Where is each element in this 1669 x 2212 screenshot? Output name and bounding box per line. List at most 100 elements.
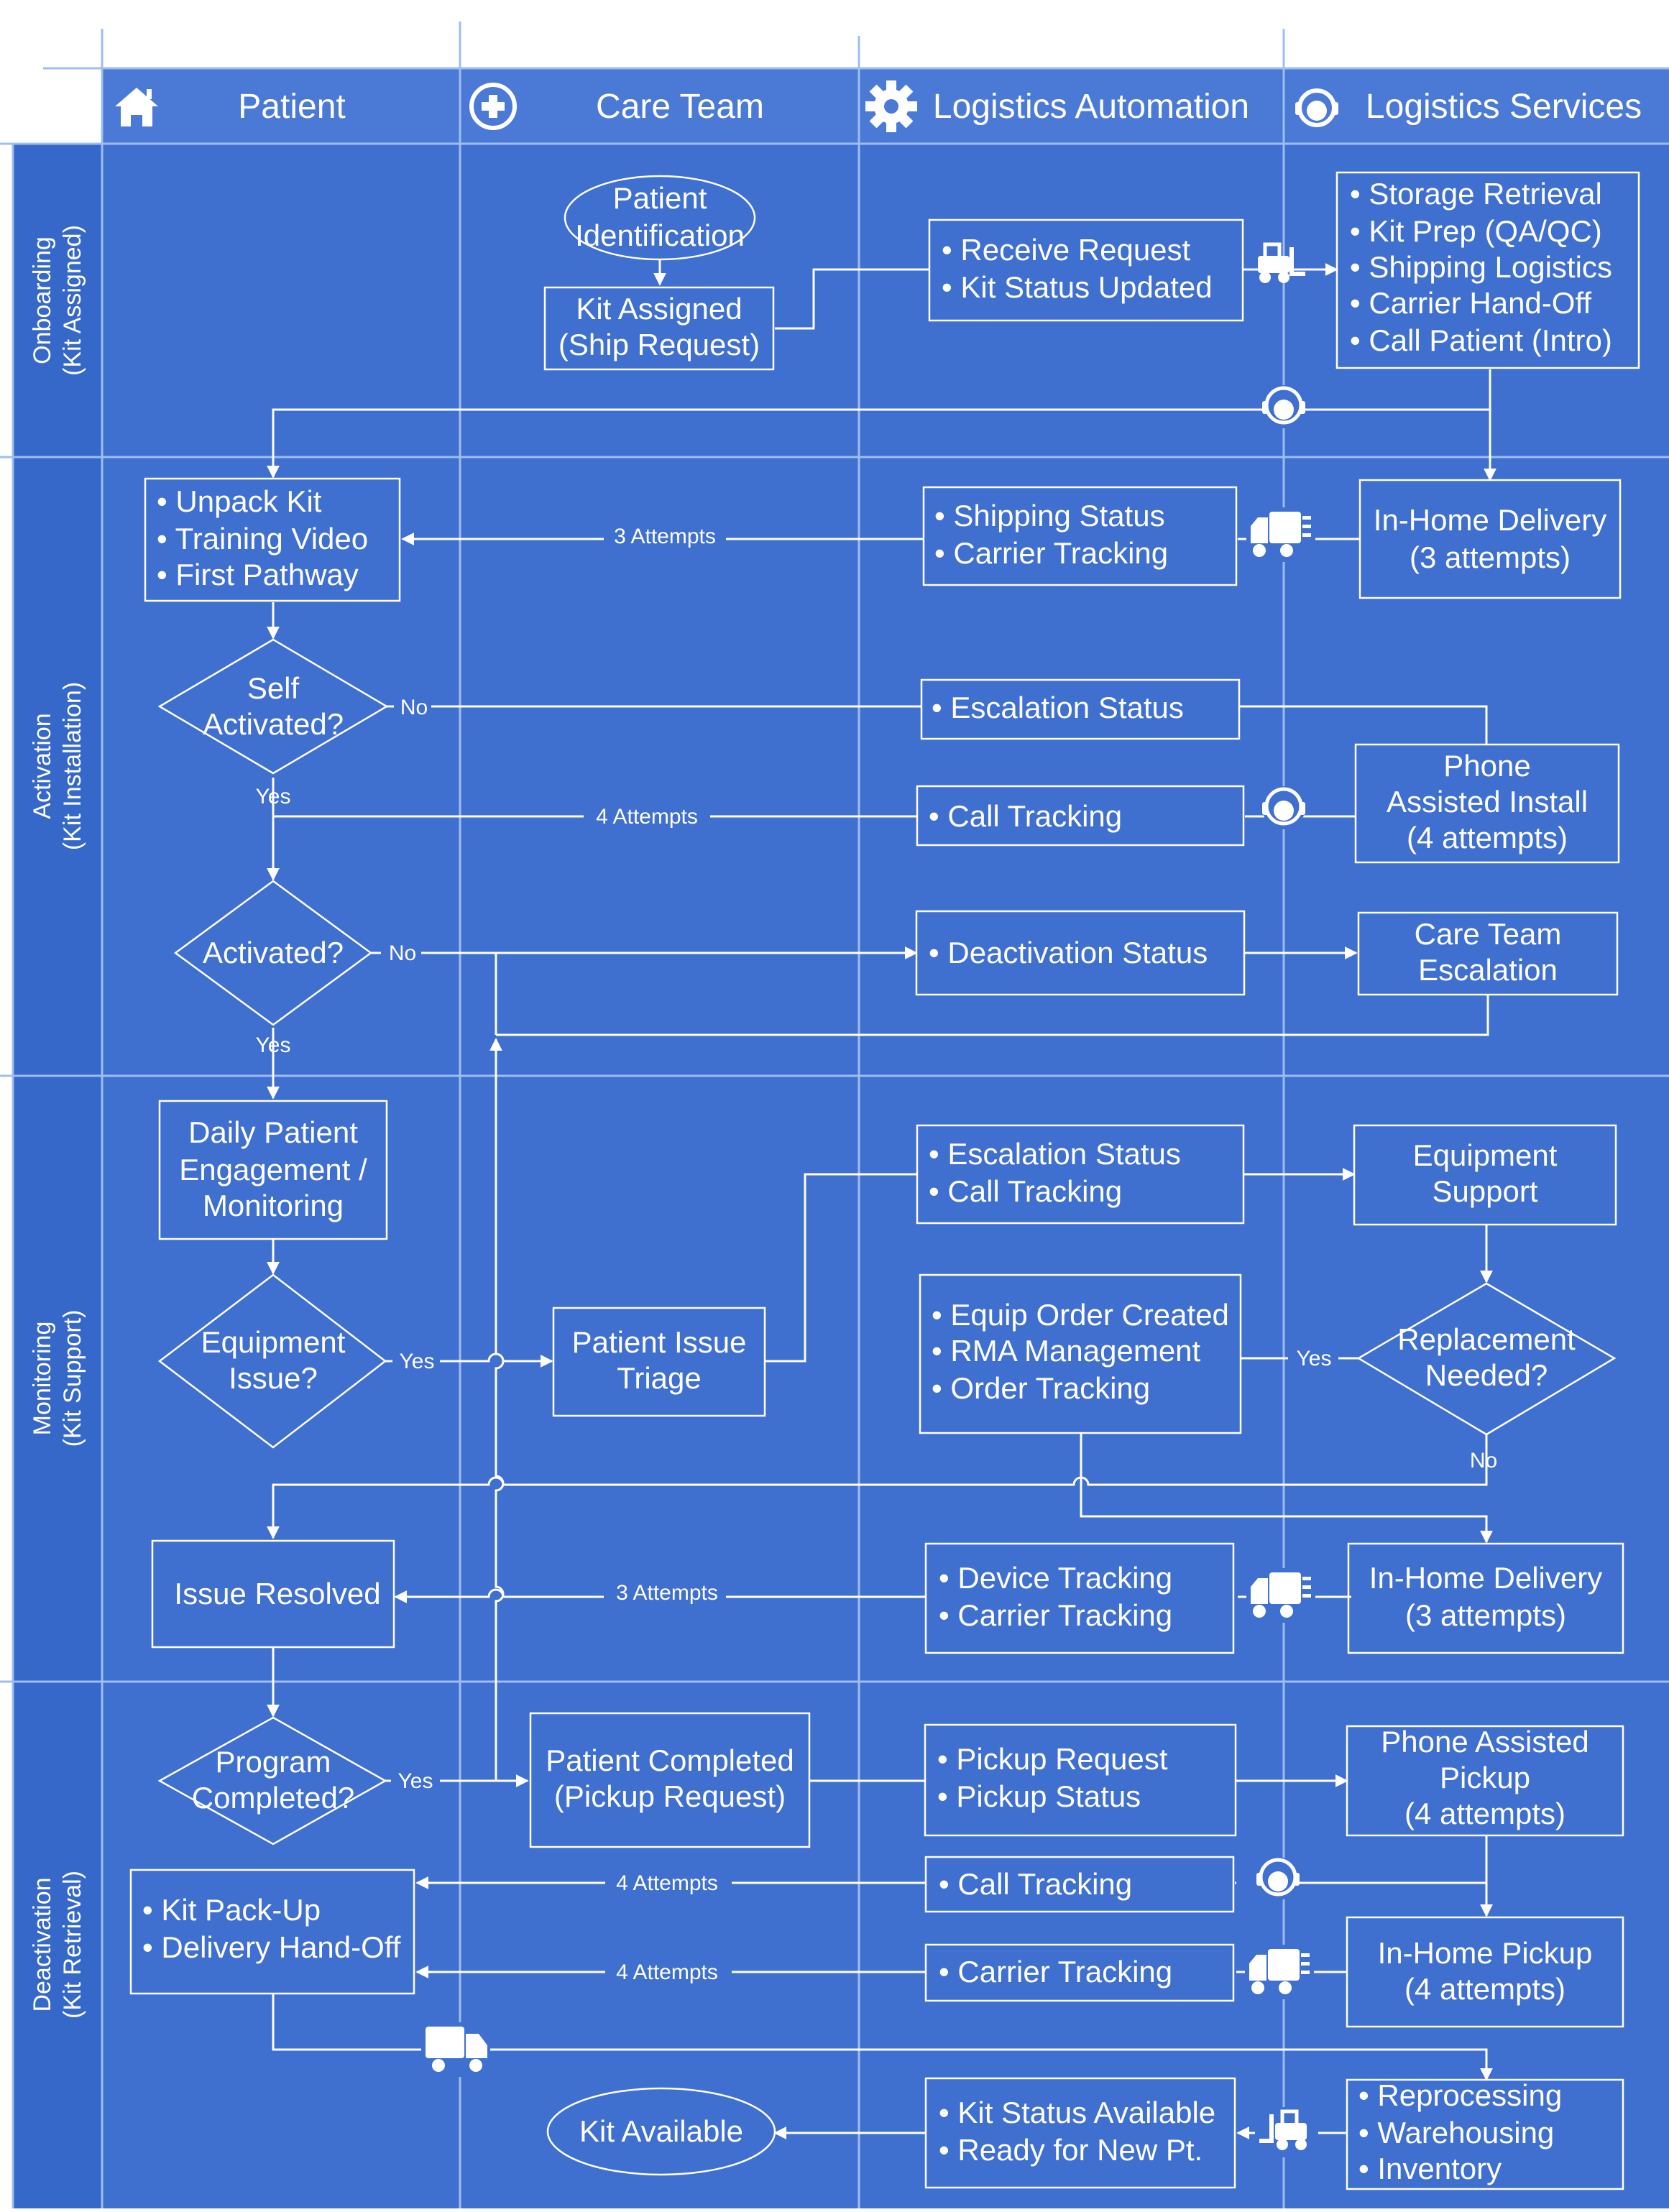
text-deactivation-status: • Deactivation Status <box>929 936 1208 969</box>
lane-label-deactivation-sub: (Kit Retrieval) <box>59 1871 86 2019</box>
text-kit-pack-up-1: • Kit Pack-Up <box>142 1893 321 1927</box>
node-replacement-needed <box>1356 1282 1617 1436</box>
lane-label-band <box>13 144 102 2208</box>
node-issue-resolved <box>151 1539 395 1649</box>
gear-icon <box>865 80 917 132</box>
edge-label-yes-activated: Yes <box>256 1033 291 1057</box>
edge-label-4-attempts-3: 4 Attempts <box>616 1960 718 1984</box>
node-in-home-delivery-1 <box>1358 479 1622 599</box>
text-kit-assigned-1: Kit Assigned <box>576 292 742 326</box>
text-device-tracking-2: • Carrier Tracking <box>939 1598 1172 1632</box>
text-kit-status-1: • Kit Status Available <box>939 2096 1215 2129</box>
text-delivery1-1: In-Home Delivery <box>1374 503 1606 537</box>
agent-icon <box>1256 1857 1300 1900</box>
column-header-logistics-automation: Logistics Automation <box>933 88 1249 126</box>
text-reprocessing-2: • Warehousing <box>1358 2116 1554 2149</box>
text-activated: Activated? <box>203 936 344 969</box>
node-equipment-issue <box>157 1273 387 1449</box>
text-phone-install-1: Phone <box>1443 749 1530 783</box>
edge-label-4-attempts-2: 4 Attempts <box>616 1871 718 1895</box>
node-in-home-delivery-2 <box>1347 1542 1624 1654</box>
text-unpack-1: • Unpack Kit <box>157 484 322 518</box>
lane-label-onboarding-sub: (Kit Assigned) <box>59 225 86 376</box>
node-phone-assisted-pickup <box>1346 1725 1624 1837</box>
text-triage-2: Triage <box>617 1361 702 1395</box>
text-self-activated-2: Activated? <box>203 707 344 741</box>
node-activated <box>173 880 373 1026</box>
text-phone-pickup-2: Pickup <box>1440 1761 1530 1794</box>
text-daily-1: Daily Patient <box>188 1115 358 1149</box>
node-reprocessing <box>1346 2078 1624 2190</box>
node-care-team-escalation <box>1357 911 1619 996</box>
text-storage-4: • Carrier Hand-Off <box>1350 286 1591 320</box>
edge-label-yes-self-activated: Yes <box>256 785 291 808</box>
text-patient-completed-1: Patient Completed <box>546 1743 794 1777</box>
text-equip-order-1: • Equip Order Created <box>932 1298 1229 1332</box>
node-shipping-status <box>922 486 1238 586</box>
edge-label-no-self-activated: No <box>400 696 428 719</box>
text-storage-2: • Kit Prep (QA/QC) <box>1350 214 1602 248</box>
text-storage-1: • Storage Retrieval <box>1350 177 1602 211</box>
text-receive-request-2: • Kit Status Updated <box>942 270 1213 304</box>
column-header-patient: Patient <box>238 88 345 126</box>
text-shipping-1: • Shipping Status <box>934 499 1165 533</box>
agent-icon <box>1262 385 1305 428</box>
text-receive-request-1: • Receive Request <box>942 233 1191 267</box>
text-call-tracking-1: • Call Tracking <box>929 799 1122 833</box>
text-shipping-2: • Carrier Tracking <box>934 536 1168 570</box>
node-storage-retrieval <box>1335 171 1640 369</box>
delivery-truck-icon <box>1246 507 1315 562</box>
text-equipment-support-1: Equipment <box>1413 1138 1558 1172</box>
text-pickup-request-1: • Pickup Request <box>937 1742 1168 1776</box>
node-call-tracking-2 <box>924 1856 1235 1913</box>
text-kit-available: Kit Available <box>579 2114 743 2148</box>
node-equip-order <box>919 1273 1242 1434</box>
text-issue-resolved: Issue Resolved <box>174 1577 380 1610</box>
lane-dividers <box>0 67 1669 1683</box>
text-escalation-call-2: • Call Tracking <box>929 1174 1122 1208</box>
text-program-completed-2: Completed? <box>192 1781 354 1815</box>
text-carrier-tracking: • Carrier Tracking <box>939 1955 1172 1989</box>
text-replacement-1: Replacement <box>1397 1322 1576 1356</box>
text-patient-completed-2: (Pickup Request) <box>554 1779 786 1813</box>
edge-label-yes-replacement: Yes <box>1297 1347 1332 1370</box>
text-escalation-1: • Escalation Status <box>932 691 1184 724</box>
lane-label-onboarding: Onboarding <box>29 236 56 364</box>
text-escalation-call-1: • Escalation Status <box>929 1137 1181 1171</box>
text-equip-order-3: • Order Tracking <box>932 1371 1150 1405</box>
column-header-logistics-services: Logistics Services <box>1366 88 1642 126</box>
text-program-completed-1: Program <box>215 1745 331 1779</box>
headset-agent-icon <box>1295 88 1338 127</box>
node-phone-assisted-install <box>1354 743 1620 864</box>
node-patient-completed <box>529 1712 811 1848</box>
column-dividers <box>12 22 1285 2208</box>
text-equipment-support-2: Support <box>1432 1174 1537 1208</box>
text-kit-assigned-2: (Ship Request) <box>558 328 760 361</box>
text-triage-1: Patient Issue <box>572 1325 747 1359</box>
lane-label-activation: Activation <box>29 713 56 819</box>
node-self-activated <box>157 638 389 775</box>
text-equipment-issue-1: Equipment <box>201 1325 346 1359</box>
node-escalation-status-1 <box>920 678 1241 740</box>
agent-icon <box>1262 786 1305 829</box>
node-kit-status-available <box>924 2077 1236 2189</box>
edge-label-3-attempts-2: 3 Attempts <box>616 1581 718 1605</box>
node-carrier-tracking <box>924 1943 1235 2002</box>
lane-label-monitoring: Monitoring <box>29 1322 56 1436</box>
text-replacement-2: Needed? <box>1425 1358 1548 1392</box>
medical-cross-icon <box>469 83 517 130</box>
node-escalation-call <box>916 1124 1245 1225</box>
text-pickup-request-2: • Pickup Status <box>937 1779 1141 1813</box>
node-kit-pack-up <box>129 1868 415 1995</box>
text-equipment-issue-2: Issue? <box>229 1361 318 1395</box>
text-care-escalation-2: Escalation <box>1418 953 1558 987</box>
text-phone-pickup-1: Phone Assisted <box>1381 1725 1589 1759</box>
text-self-activated-1: Self <box>247 671 300 705</box>
text-device-tracking-1: • Device Tracking <box>939 1561 1172 1595</box>
home-icon <box>115 88 158 126</box>
text-equip-order-2: • RMA Management <box>932 1334 1201 1368</box>
text-daily-3: Monitoring <box>203 1189 344 1222</box>
node-equipment-support <box>1353 1124 1617 1226</box>
column-header-care-team: Care Team <box>596 88 764 126</box>
